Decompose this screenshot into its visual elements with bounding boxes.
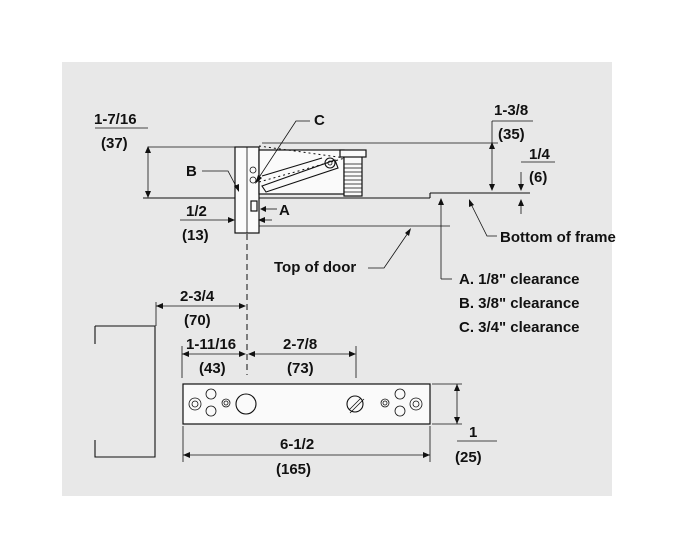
dim-plate-left-hole-fraction: 1-11/16 [186, 336, 236, 353]
dim-frame-offset: 1/4 (6) [518, 146, 555, 214]
dim-pivot-height-mm: (37) [101, 135, 128, 152]
dim-plate-left-hole: 1-11/16 (43) [181, 336, 246, 378]
dim-frame-offset-mm: (6) [529, 169, 547, 186]
dim-plate-left-hole-mm: (43) [199, 360, 226, 377]
dim-arm-height-mm: (35) [498, 126, 525, 143]
dim-plate-length-mm: (165) [276, 461, 311, 478]
dim-plate-height: 1 (25) [432, 383, 497, 466]
dim-pivot-offset: 1/2 (13) [180, 203, 272, 244]
dim-plate-length: 6-1/2 (165) [182, 426, 431, 478]
top-of-door: Top of door [259, 225, 450, 276]
dim-arm-height: 1-3/8 (35) [262, 102, 533, 191]
frame-bracket [94, 325, 156, 458]
top-of-door-label: Top of door [274, 259, 356, 276]
callout-b: B [186, 163, 239, 192]
mounting-plate [182, 383, 431, 425]
dim-frame-to-pivot-fraction: 2-3/4 [180, 288, 215, 305]
dim-plate-hole-spacing: 2-7/8 (73) [248, 336, 357, 378]
clearance-a: A. 1/8" clearance [459, 271, 580, 288]
callout-b-label: B [186, 163, 197, 180]
dim-pivot-height-fraction: 1-7/16 [94, 111, 137, 128]
callout-c: C [255, 112, 325, 184]
dim-arm-height-fraction: 1-3/8 [494, 102, 528, 119]
dim-pivot-offset-fraction: 1/2 [186, 203, 207, 220]
dim-frame-offset-fraction: 1/4 [529, 146, 551, 163]
dim-plate-height-fraction: 1 [469, 424, 477, 441]
bottom-of-frame-label: Bottom of frame [500, 229, 616, 246]
bottom-of-frame: Bottom of frame [469, 199, 616, 246]
clearance-b: B. 3/8" clearance [459, 295, 580, 312]
dim-plate-length-fraction: 6-1/2 [280, 436, 314, 453]
dim-frame-to-pivot: 2-3/4 (70) [155, 288, 246, 329]
callout-c-label: C [314, 112, 325, 129]
callout-a: A [260, 202, 290, 219]
callout-a-label: A [279, 202, 290, 219]
dim-frame-to-pivot-mm: (70) [184, 312, 211, 329]
dim-pivot-offset-mm: (13) [182, 227, 209, 244]
dim-pivot-height: 1-7/16 (37) [94, 111, 236, 198]
arm-assembly [258, 145, 367, 197]
dim-plate-hole-spacing-fraction: 2-7/8 [283, 336, 317, 353]
clearance-callouts: A. 1/8" clearance B. 3/8" clearance C. 3… [438, 198, 580, 336]
frame-line [143, 192, 530, 199]
dim-plate-hole-spacing-mm: (73) [287, 360, 314, 377]
dim-plate-height-mm: (25) [455, 449, 482, 466]
clearance-c: C. 3/4" clearance [459, 319, 580, 336]
